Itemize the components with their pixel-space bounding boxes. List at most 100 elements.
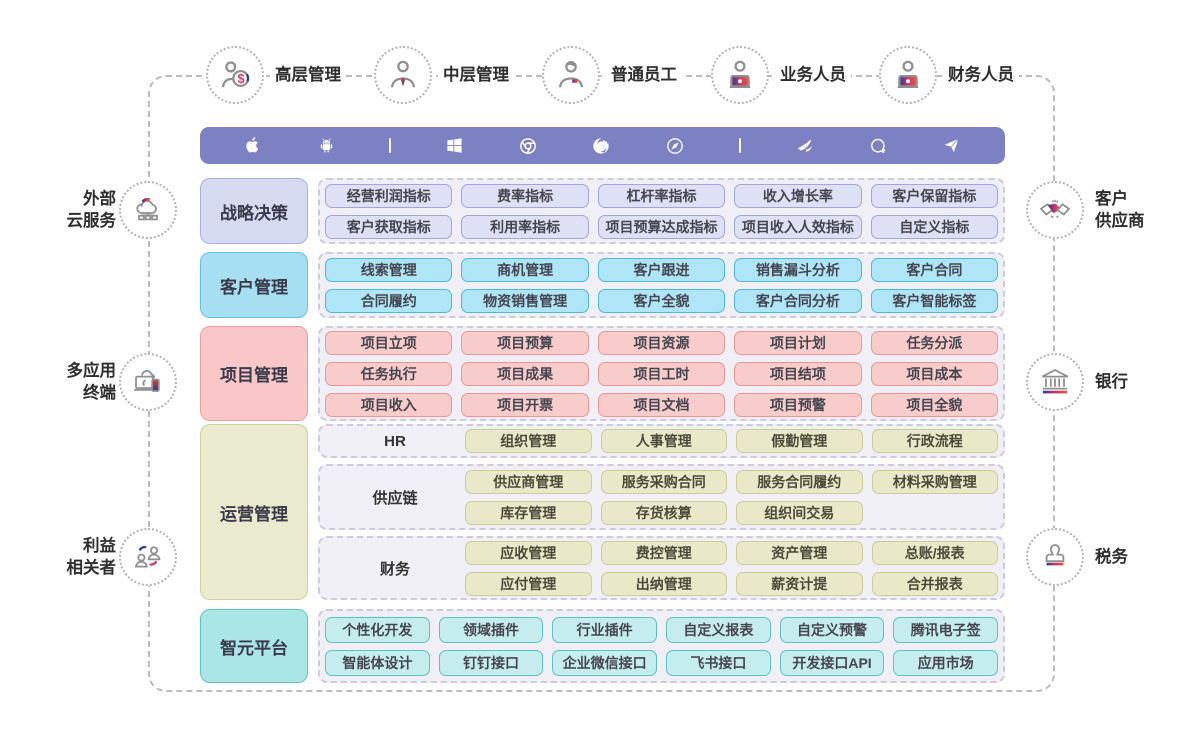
module-chip: 应收管理: [465, 540, 592, 565]
right-node-label: 客户供应商: [1095, 190, 1145, 230]
section-strategy: 战略决策 经营利润指标费率指标杠杆率指标收入增长率客户保留指标客户获取指标利用率…: [200, 178, 1005, 244]
chip-row: 线索管理商机管理客户跟进销售漏斗分析客户合同: [325, 257, 999, 282]
divider: [738, 138, 741, 153]
module-chip: 假勤管理: [736, 429, 863, 453]
chip-row: 应收管理费控管理资产管理总账/报表: [465, 540, 998, 565]
section-label: 项目管理: [200, 326, 308, 421]
module-chip: 商机管理: [461, 257, 589, 282]
persona-label: 高层管理: [270, 63, 346, 87]
right-node-label: 税务: [1095, 548, 1128, 566]
module-chip: 开发接口API: [779, 649, 885, 676]
module-chip: 供应商管理: [465, 469, 592, 494]
chip-row: 个性化开发领域插件行业插件自定义报表自定义预警腾讯电子签: [325, 616, 999, 643]
module-chip: 项目预算: [461, 330, 589, 355]
section-project: 项目管理 项目立项项目预算项目资源项目计划任务分派任务执行项目成果项目工时项目结…: [200, 326, 1005, 421]
module-chip: 飞书接口: [666, 649, 771, 676]
module-chip: 项目收入人效指标: [734, 214, 862, 239]
left-node: [119, 528, 177, 586]
cloud-network-icon: [130, 192, 166, 228]
module-chip: 服务采购合同: [600, 469, 727, 494]
subpanel-supply-chain: 供应链 供应商管理服务采购合同服务合同履约材料采购管理库存管理存货核算组织间交易: [318, 464, 1005, 530]
right-node: [1026, 528, 1084, 586]
multi-device-icon: [130, 364, 166, 400]
safari-icon: [665, 136, 685, 156]
section-customer: 客户管理 线索管理商机管理客户跟进销售漏斗分析客户合同合同履约物资销售管理客户全…: [200, 252, 1005, 318]
module-chip: 资产管理: [736, 540, 863, 565]
left-node: [119, 353, 177, 411]
firefox-icon: [591, 136, 611, 156]
section-label: 客户管理: [200, 252, 308, 318]
module-chip: 合同履约: [325, 288, 453, 313]
section-label: 运营管理: [200, 424, 308, 600]
persona-label: 业务人员: [775, 63, 851, 87]
module-chip: 腾讯电子签: [893, 616, 999, 643]
apple-icon: [244, 136, 263, 155]
section-panel: 线索管理商机管理客户跟进销售漏斗分析客户合同合同履约物资销售管理客户全貌客户合同…: [318, 252, 1005, 318]
module-chip: 任务分派: [870, 330, 999, 355]
module-chip: 项目工时: [597, 361, 726, 386]
platform-bar: [200, 127, 1005, 164]
bank-icon: [1037, 364, 1073, 400]
module-chip: 线索管理: [325, 257, 453, 282]
module-chip: 客户合同: [870, 257, 999, 282]
section-panel: 经营利润指标费率指标杠杆率指标收入增长率客户保留指标客户获取指标利用率指标项目预…: [318, 178, 1005, 244]
module-chip: 利用率指标: [461, 214, 589, 239]
chip-row: 客户获取指标利用率指标项目预算达成指标项目收入人效指标自定义指标: [325, 214, 999, 239]
module-chip: 项目计划: [734, 330, 862, 355]
left-node: [119, 181, 177, 239]
module-chip: 费率指标: [461, 183, 589, 208]
module-chip: 客户合同分析: [734, 288, 862, 313]
chip-row: 项目收入项目开票项目文档项目预警项目全貌: [325, 392, 999, 417]
persona-node: $: [206, 46, 264, 104]
chip-grid: 项目立项项目预算项目资源项目计划任务分派任务执行项目成果项目工时项目结项项目成本…: [325, 330, 999, 417]
persona-node: [711, 46, 769, 104]
module-chip: 客户全貌: [597, 288, 726, 313]
module-chip: 材料采购管理: [871, 469, 998, 494]
module-chip: 客户保留指标: [870, 183, 999, 208]
module-chip: 项目文档: [597, 392, 726, 417]
module-chip: 智能体设计: [325, 649, 430, 676]
chat-icon: [868, 136, 888, 156]
module-chip: 组织间交易: [736, 500, 863, 525]
module-chip: 费控管理: [600, 540, 727, 565]
business-user-icon: [723, 58, 757, 92]
subpanel-finance: 财务 应收管理费控管理资产管理总账/报表应付管理出纳管理薪资计提合并报表: [318, 536, 1005, 600]
subsection-label: 财务: [379, 560, 410, 578]
module-chip: 行业插件: [552, 616, 658, 643]
employee-icon: [554, 58, 588, 92]
chip-grid: 应收管理费控管理资产管理总账/报表应付管理出纳管理薪资计提合并报表: [465, 540, 998, 596]
manager-icon: [386, 58, 420, 92]
module-chip: 人事管理: [600, 429, 727, 453]
persona-node: [374, 46, 432, 104]
chip-grid: 个性化开发领域插件行业插件自定义报表自定义预警腾讯电子签智能体设计钉钉接口企业微…: [325, 615, 999, 677]
module-chip: 合并报表: [871, 571, 998, 596]
handshake-icon: [1036, 191, 1074, 229]
module-chip: 杠杆率指标: [597, 183, 726, 208]
module-chip: 组织管理: [465, 429, 592, 453]
module-chip: 项目全貌: [870, 392, 999, 417]
module-chip: 销售漏斗分析: [734, 257, 862, 282]
module-chip: 项目预警: [734, 392, 862, 417]
chip-row: 应付管理出纳管理薪资计提合并报表: [465, 571, 998, 596]
module-chip: 客户获取指标: [325, 214, 453, 239]
subpanel-hr: HR 组织管理人事管理假勤管理行政流程: [318, 424, 1005, 458]
persona-node: [542, 46, 600, 104]
section-platform: 智元平台 个性化开发领域插件行业插件自定义报表自定义预警腾讯电子签智能体设计钉钉…: [200, 609, 1005, 683]
module-chip: 自定义指标: [870, 214, 999, 239]
left-node-label: 利益相关者: [66, 537, 117, 577]
chip-row: 合同履约物资销售管理客户全貌客户合同分析客户智能标签: [325, 288, 999, 313]
chip-row: 经营利润指标费率指标杠杆率指标收入增长率客户保留指标: [325, 183, 999, 208]
android-icon: [317, 136, 336, 155]
right-node: [1026, 181, 1084, 239]
right-node: [1026, 353, 1084, 411]
section-panel: 项目立项项目预算项目资源项目计划任务分派任务执行项目成果项目工时项目结项项目成本…: [318, 326, 1005, 421]
subsection-label: 供应链: [372, 489, 418, 507]
module-chip: 项目预算达成指标: [597, 214, 726, 239]
divider: [389, 138, 392, 153]
operations-subpanels: HR 组织管理人事管理假勤管理行政流程 供应链 供应商管理服务采购合同服务合同履…: [318, 424, 1005, 600]
section-label: 战略决策: [200, 178, 308, 244]
paper-plane-icon: [942, 136, 961, 155]
windows-icon: [445, 136, 464, 155]
chip-row: 库存管理存货核算组织间交易: [465, 500, 998, 525]
